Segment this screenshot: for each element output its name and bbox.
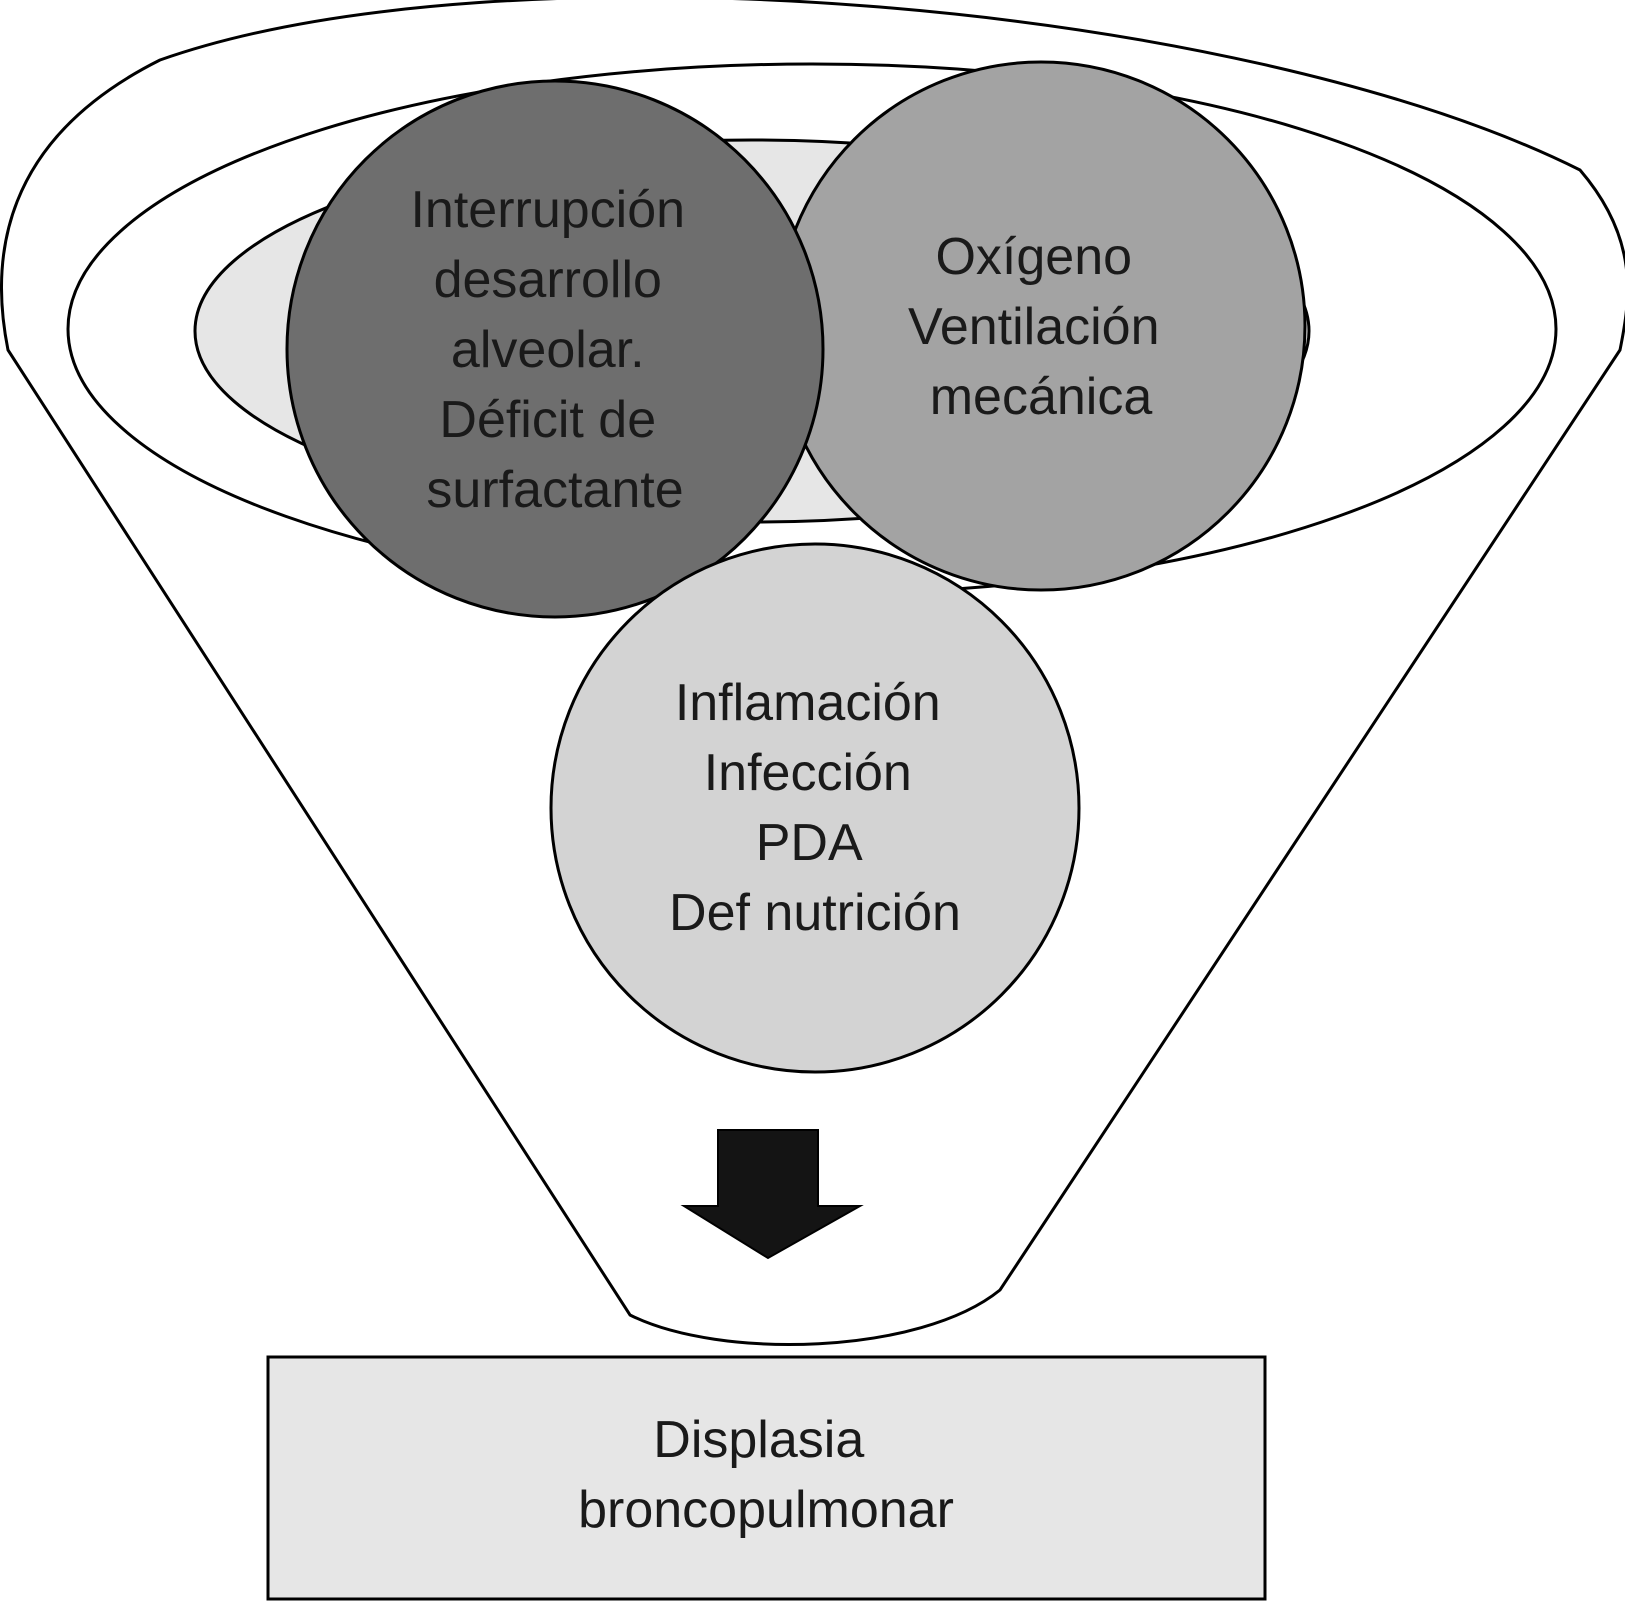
ventilation-line-3: mecánica [930, 368, 1153, 426]
development-line-4: Déficit de [439, 391, 656, 449]
development-line-2: desarrollo [434, 251, 662, 309]
development-line-1: Interrupción [410, 181, 685, 239]
ventilation-line-2: Ventilación [908, 298, 1160, 356]
inflammation-label: Inflamación Infección PDA Def nutrición [669, 674, 961, 942]
inflammation-line-1: Inflamación [675, 674, 941, 732]
ventilation-label: Oxígeno Ventilación mecánica [908, 228, 1174, 426]
inflammation-line-2: Infección [704, 744, 912, 802]
ventilation-line-1: Oxígeno [935, 228, 1132, 286]
down-arrow-icon [680, 1129, 864, 1260]
result-line-1: Displasia [653, 1411, 864, 1469]
inflammation-line-3: PDA [756, 814, 863, 872]
development-label: Interrupción desarrollo alveolar. Défici… [410, 181, 699, 519]
result-line-2: broncopulmonar [578, 1481, 954, 1539]
circle-inflammation [549, 542, 1081, 1074]
circle-development [285, 79, 825, 619]
result-label: Displasia broncopulmonar [578, 1411, 954, 1539]
inflammation-line-4: Def nutrición [669, 884, 961, 942]
result-box [266, 1355, 1267, 1601]
development-line-3: alveolar. [451, 321, 645, 379]
development-line-5: surfactante [426, 461, 683, 519]
